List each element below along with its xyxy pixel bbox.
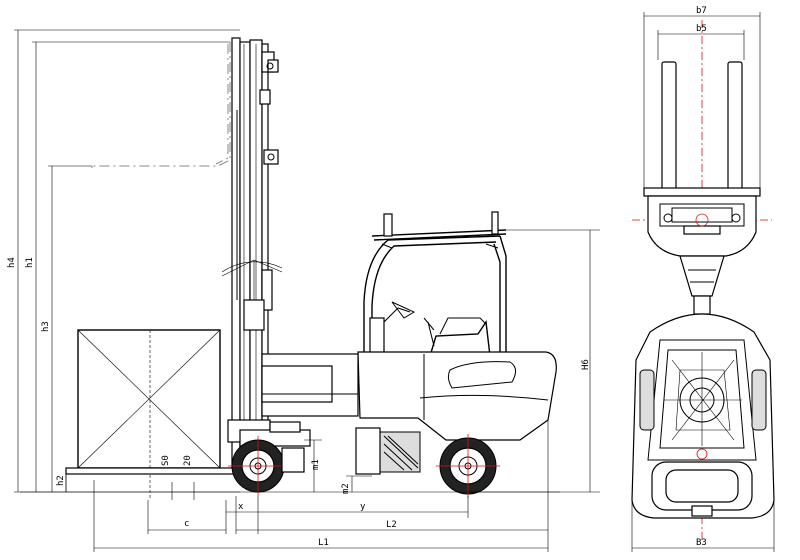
bottom-dimension-lines — [20, 420, 560, 552]
label-e: 20 — [183, 455, 193, 466]
front-wheel — [228, 436, 305, 496]
label-b5: b5 — [696, 24, 707, 34]
top-carriage — [647, 195, 757, 257]
left-dimension-lines — [14, 29, 240, 493]
top-dims — [643, 12, 761, 194]
fork-tines — [65, 467, 237, 475]
side-view: h4 h1 h3 h2 H6 m1 m2 S0 20 c x y L2 L1 — [7, 29, 600, 552]
clearance-dims — [304, 439, 372, 492]
mast — [221, 37, 311, 469]
label-l1: L1 — [318, 538, 329, 548]
label-h1: h1 — [25, 257, 35, 268]
label-b3: B3 — [696, 538, 707, 548]
label-c: c — [184, 519, 189, 529]
operator-area — [369, 301, 491, 357]
top-chassis — [631, 313, 775, 519]
top-forks — [643, 61, 761, 197]
label-h3: h3 — [41, 321, 51, 332]
label-m1: m1 — [311, 459, 321, 470]
label-l2: L2 — [386, 520, 397, 530]
label-b7: b7 — [696, 6, 707, 16]
label-y: y — [360, 502, 366, 512]
label-h6: H6 — [581, 359, 591, 370]
label-h4: h4 — [7, 257, 17, 268]
top-neck — [679, 255, 725, 315]
label-h2: h2 — [56, 475, 66, 486]
raised-carriage-outline — [91, 42, 231, 168]
overhead-guard — [363, 211, 507, 352]
label-m2: m2 — [341, 483, 351, 494]
label-x: x — [238, 502, 244, 512]
label-s: S0 — [161, 455, 171, 466]
top-view: b7 b5 B3 — [631, 6, 775, 552]
b3-dimension — [631, 500, 775, 552]
rear-wheel — [436, 434, 500, 498]
truck-body — [261, 351, 557, 475]
